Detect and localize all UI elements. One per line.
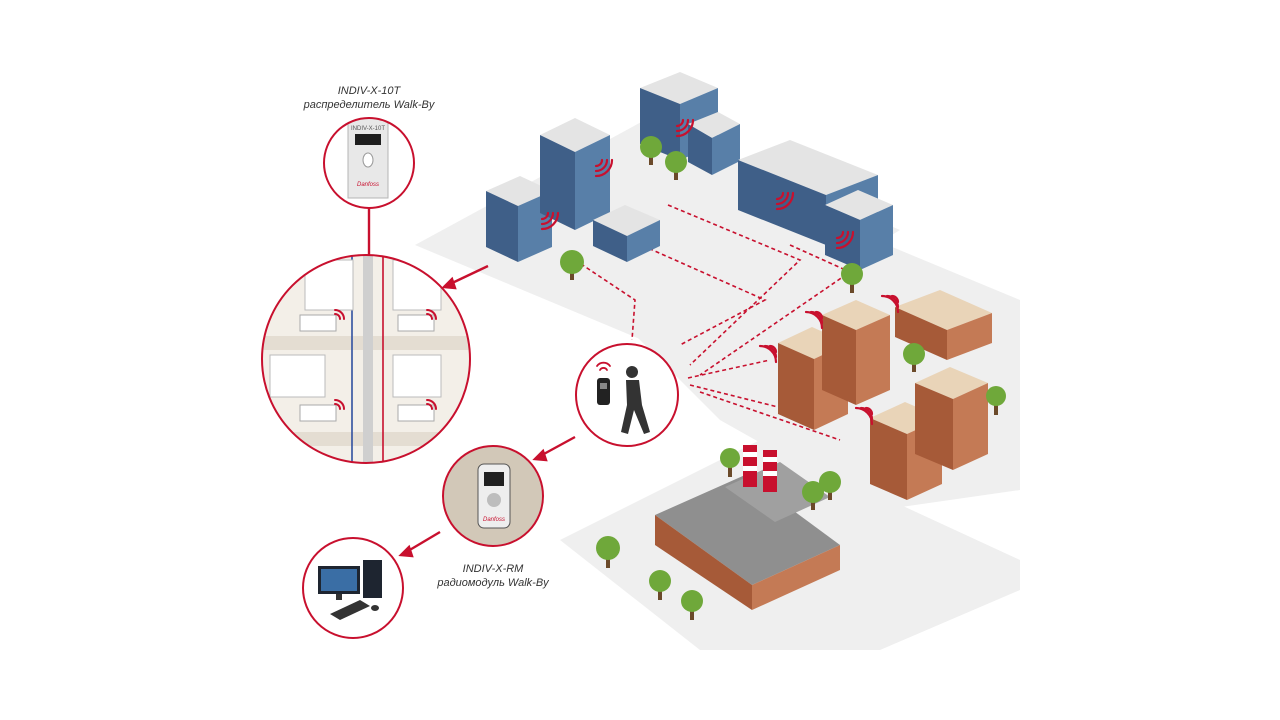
tree xyxy=(596,536,620,568)
wifi-signal-icon xyxy=(835,230,855,250)
tree xyxy=(986,386,1006,415)
distributor-label: INDIV-X-10T распределитель Walk-By xyxy=(289,84,449,112)
arrow-to-computer xyxy=(407,530,441,553)
tree xyxy=(665,151,687,180)
tree xyxy=(819,471,841,500)
distributor-callout: INDIV-X-10T Danfoss xyxy=(323,117,415,209)
tree xyxy=(560,250,584,280)
wifi-signal-icon xyxy=(540,211,560,231)
walking-person-icon xyxy=(621,366,650,434)
tree xyxy=(640,136,662,165)
residential-building-3 xyxy=(895,290,992,360)
distributor-description: распределитель Walk-By xyxy=(303,99,435,111)
wifi-signal-icon xyxy=(675,118,695,138)
radio-module-label: INDIV-X-RM радиомодуль Walk-By xyxy=(413,562,573,590)
tree xyxy=(841,263,863,293)
wifi-signal-icon xyxy=(880,294,900,314)
residential-building-2 xyxy=(822,300,890,405)
office-building-3 xyxy=(593,205,660,262)
apartment-detail-callout xyxy=(261,254,471,464)
handheld-reader-icon xyxy=(597,378,610,405)
tree xyxy=(681,590,703,620)
radio-module-model: INDIV-X-RM xyxy=(462,563,524,575)
tree xyxy=(903,343,925,372)
office-building-6 xyxy=(825,190,893,270)
flow-arrows xyxy=(367,208,576,558)
distributor-brand-logo: Danfoss xyxy=(357,182,379,188)
walk-by-reader-callout xyxy=(575,343,679,447)
factory xyxy=(655,445,840,610)
arrow-to-detail xyxy=(449,264,489,286)
computer-icon xyxy=(318,560,382,620)
signal-icons xyxy=(540,118,900,426)
distributor-model: INDIV-X-10T xyxy=(337,85,401,97)
arrow-to-radio-module xyxy=(541,435,576,457)
office-building-2 xyxy=(540,118,610,230)
radio-module-callout: Danfoss xyxy=(442,445,544,547)
tree xyxy=(720,448,740,477)
tree xyxy=(649,570,671,600)
wifi-signal-icon xyxy=(596,361,611,371)
residential-building-5 xyxy=(915,367,988,470)
radio-module-description: радиомодуль Walk-By xyxy=(437,577,549,589)
wifi-signal-icon xyxy=(854,406,874,426)
computer-callout xyxy=(302,537,404,639)
wifi-signal-icon xyxy=(758,344,778,364)
wifi-signal-icon xyxy=(775,191,795,211)
wifi-signal-icon xyxy=(594,158,614,178)
tree xyxy=(802,481,824,510)
distributor-device-text: INDIV-X-10T xyxy=(351,126,385,132)
wifi-signal-icon xyxy=(804,310,824,330)
radio-module-brand-logo: Danfoss xyxy=(483,517,505,523)
trees xyxy=(560,136,1006,620)
